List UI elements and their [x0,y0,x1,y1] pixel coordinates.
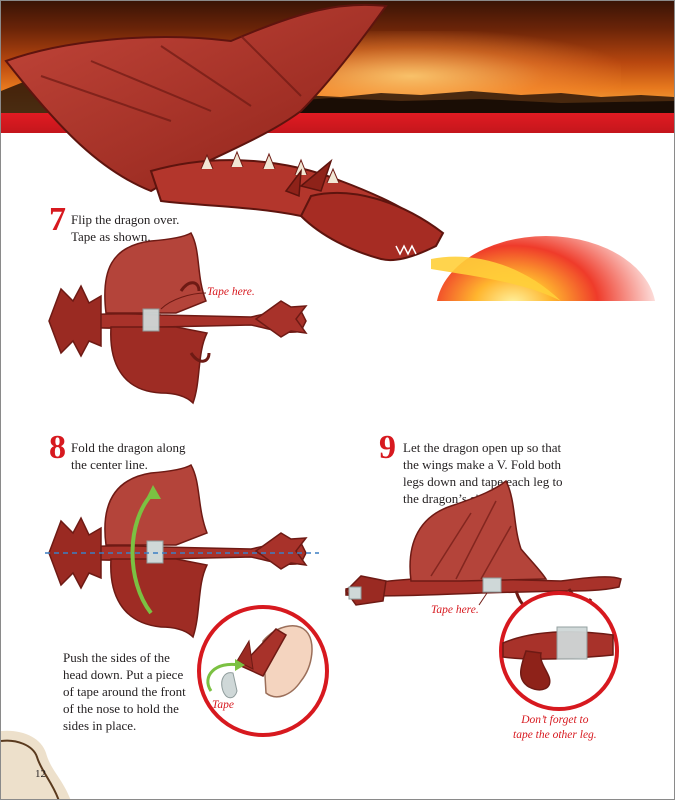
flying-dragon-illustration [4,3,655,301]
step-9-number: 9 [379,429,396,466]
step-7-text: Flip the dragon over. Tape as shown. [71,212,180,244]
step-9-text: Let the dragon open up so that the wings… [403,440,563,506]
leg-note: Don’t forget to tape the other leg. [513,714,597,741]
page-number: 12 [35,768,46,780]
step-8-text: Fold the dragon along the center line. [71,440,186,472]
step-8-number: 8 [49,429,66,466]
step-9-tape-label: Tape here. [431,604,479,616]
step-7-number: 7 [49,201,66,238]
head-note-text: Push the sides of the head down. Put a p… [63,650,186,733]
step-7-tape-label: Tape here. [207,286,255,298]
nose-tape-label: Tape [212,699,234,711]
